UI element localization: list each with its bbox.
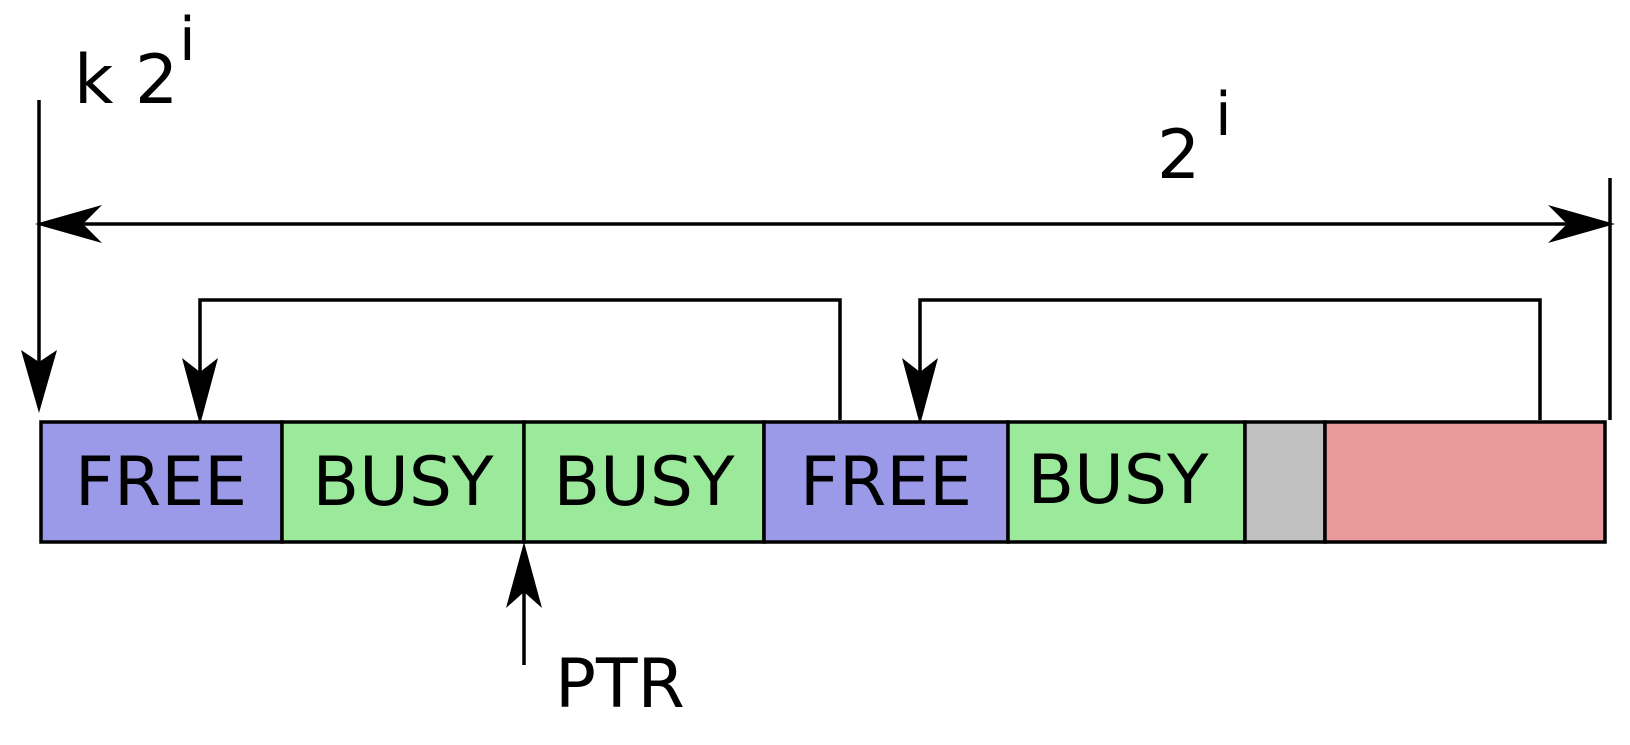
- block-busy-1-label: BUSY: [312, 443, 494, 522]
- region-start-arrowhead: [21, 350, 57, 413]
- block-busy-2-label: BUSY: [553, 443, 735, 522]
- block-fragment: [1243, 420, 1327, 544]
- ptr-label: PTR: [555, 645, 685, 724]
- base-address-exponent: i: [179, 5, 196, 75]
- free-list-link-1: [198, 298, 842, 420]
- dimension-right-arrowhead: [1548, 205, 1615, 243]
- base-address-label: k 2: [74, 41, 178, 120]
- block-free-2-label: FREE: [800, 443, 972, 522]
- free-list-link-1-arrowhead: [182, 358, 218, 425]
- block-busy-3-label: BUSY: [1027, 441, 1209, 520]
- block-free-1: [39, 420, 284, 544]
- ptr-arrowhead: [506, 542, 542, 608]
- dimension-left-arrowhead: [35, 205, 102, 243]
- region-size-exponent: i: [1215, 80, 1232, 150]
- block-free-1-label: FREE: [75, 443, 247, 522]
- block-busy-1: [280, 420, 526, 544]
- free-list-link-2-arrowhead: [902, 358, 938, 425]
- region-size-label: 2: [1157, 116, 1200, 195]
- memory-blocks: FREE BUSY BUSY FREE BUSY: [39, 420, 1607, 544]
- free-list-link-2: [918, 298, 1542, 420]
- block-remainder: [1323, 420, 1607, 544]
